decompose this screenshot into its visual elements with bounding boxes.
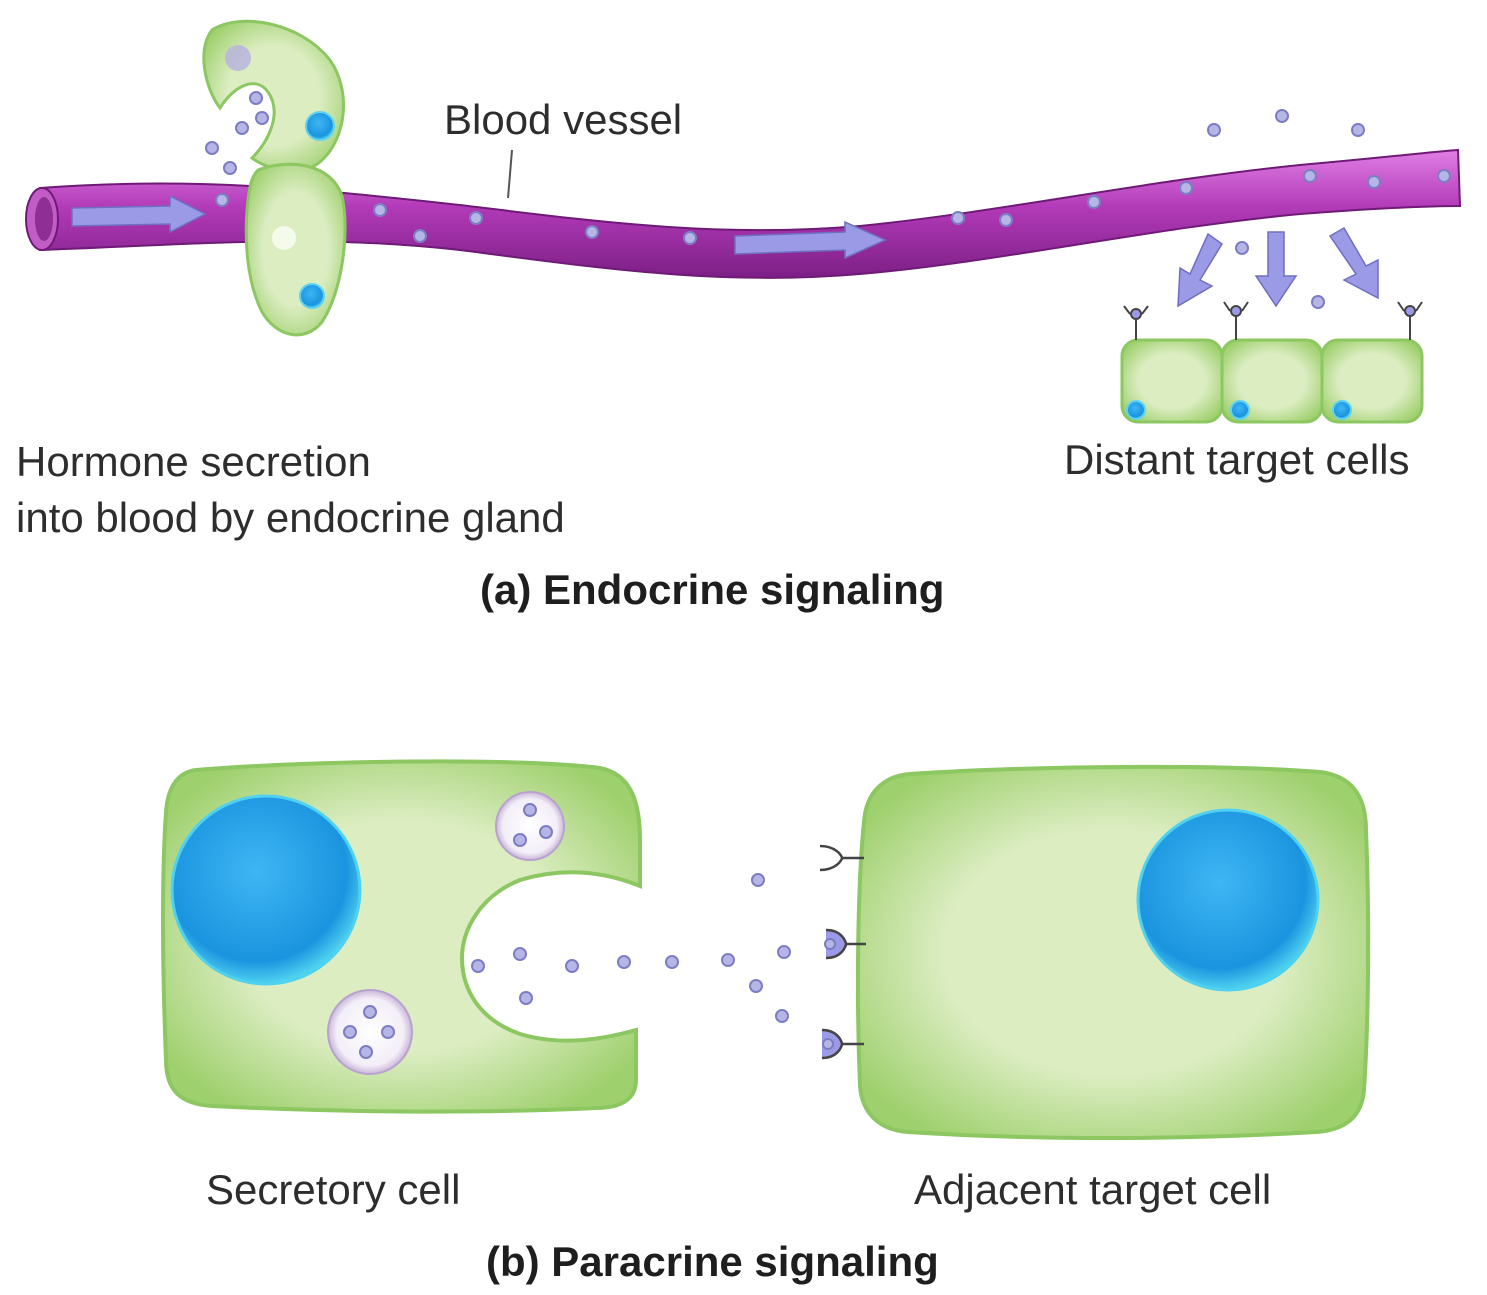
release-arrow	[1177, 232, 1224, 308]
gland-label-line1: Hormone secretion	[16, 438, 371, 485]
receptor	[1123, 301, 1423, 340]
gland-nucleus	[305, 111, 335, 141]
flow-arrow-left	[71, 194, 207, 234]
vessel-leader-line	[507, 149, 513, 199]
secretory-vesicle	[495, 791, 565, 861]
adjacent-target-label: Adjacent target cell	[914, 1166, 1272, 1213]
blood-vessel-label: Blood vessel	[444, 96, 683, 143]
endocrine-title: (a) Endocrine signaling	[480, 566, 945, 613]
secretory-cell	[161, 759, 642, 1114]
secretory-cell-label: Secretory cell	[206, 1166, 461, 1213]
adjacent-target-cell	[819, 764, 1371, 1140]
secretory-vesicle	[327, 989, 413, 1075]
gland-nucleus	[299, 283, 325, 309]
endocrine-gland	[202, 19, 347, 337]
gland-label-line2: into blood by endocrine gland	[16, 494, 565, 541]
hormone-molecules-endocrine	[205, 91, 1451, 309]
secretory-nucleus	[170, 794, 362, 986]
distant-target-label: Distant target cells	[1064, 436, 1410, 483]
release-arrow	[1328, 226, 1379, 300]
target-nucleus	[1136, 808, 1320, 992]
release-arrow	[1254, 231, 1298, 308]
distant-target-cells	[1120, 226, 1424, 424]
paracrine-title: (b) Paracrine signaling	[486, 1238, 939, 1285]
signal-molecules-paracrine	[343, 803, 836, 1059]
flow-arrow-middle	[734, 220, 887, 260]
